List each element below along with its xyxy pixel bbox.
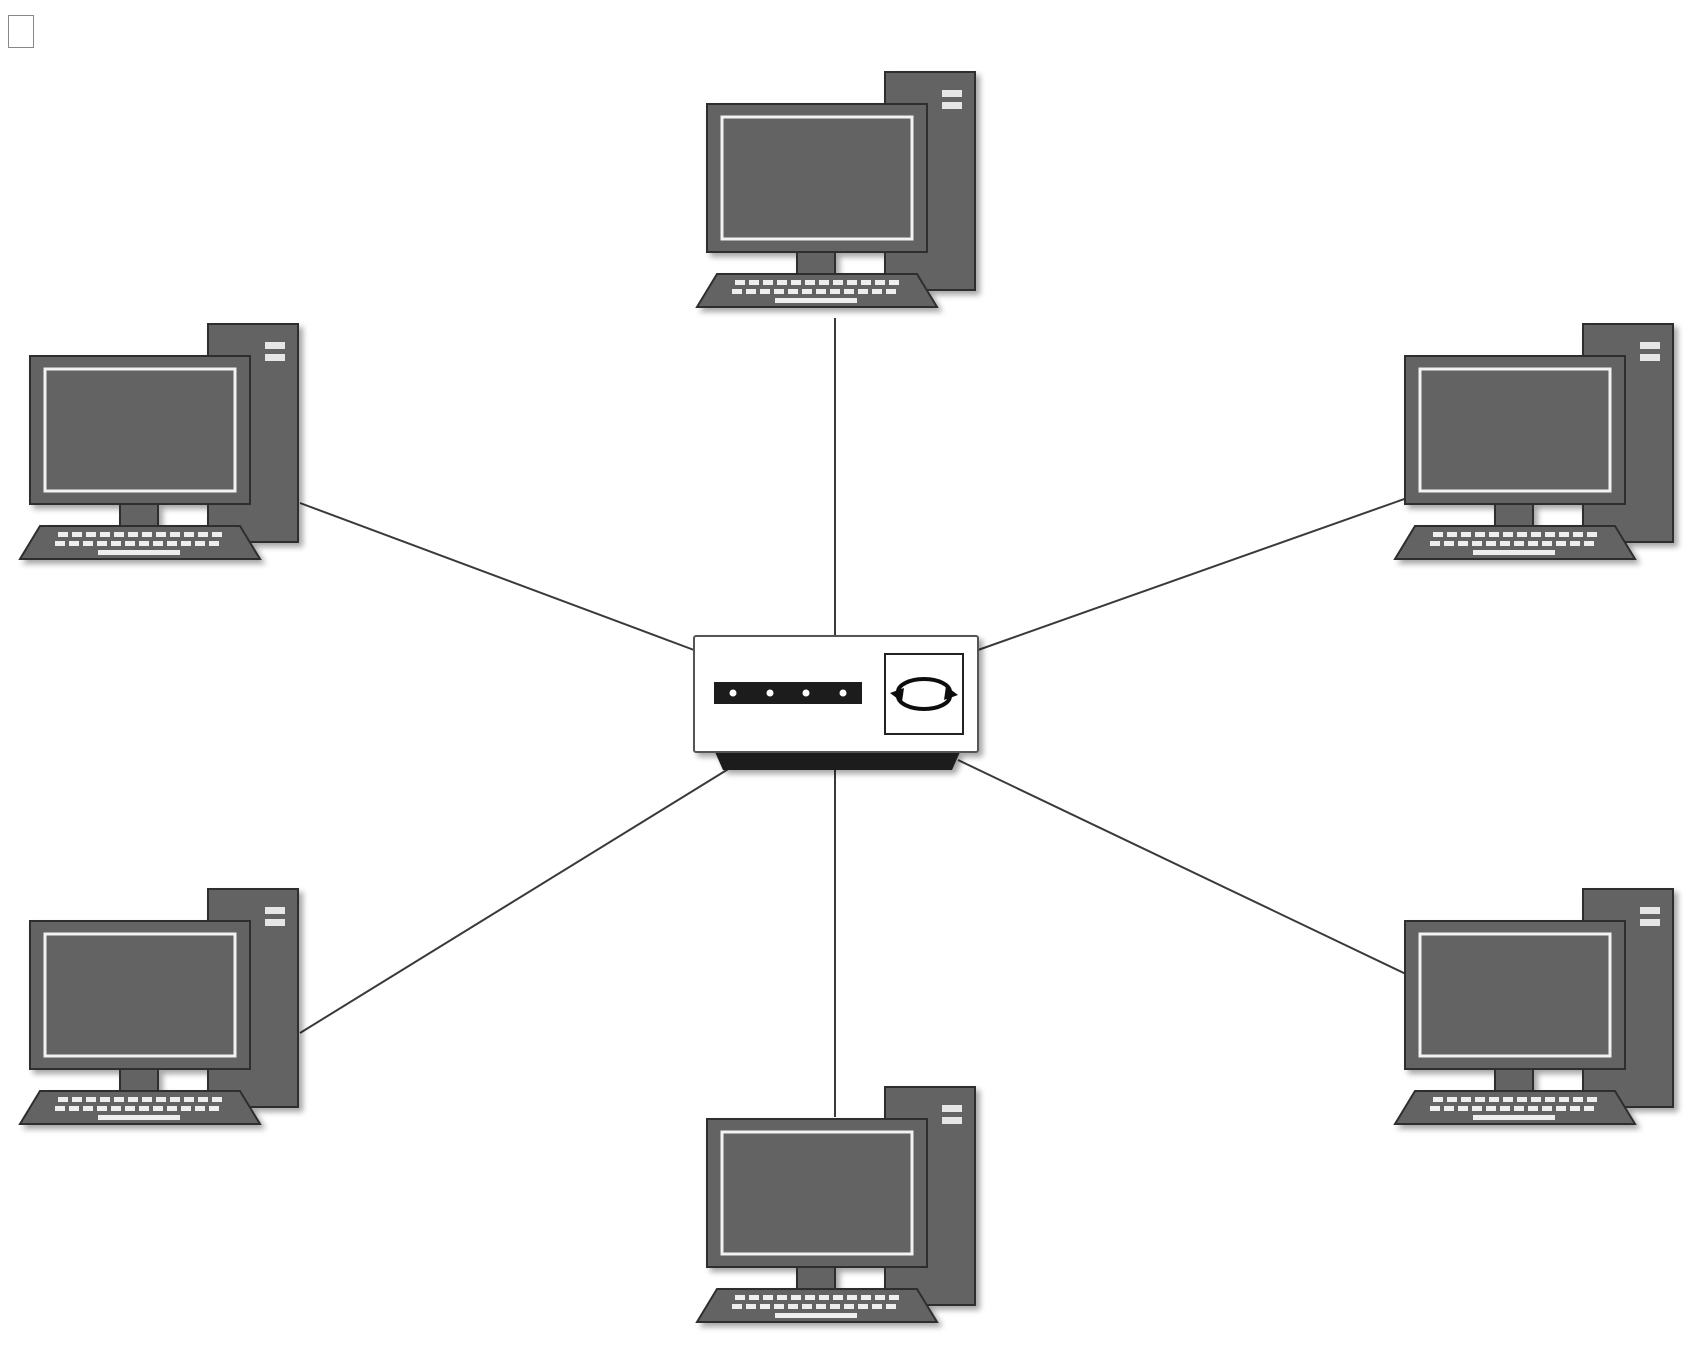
computer-lower-right-desktop-computer-icon (1393, 888, 1674, 1125)
sync-arrows-icon (884, 653, 964, 735)
computer-top-desktop-computer-icon (695, 71, 976, 308)
computers-layer (18, 71, 1674, 1323)
link-upper-right (977, 496, 1411, 651)
empty-checkbox-icon[interactable] (8, 15, 34, 48)
network-links (299, 318, 1411, 1117)
computer-upper-left-desktop-computer-icon (18, 323, 299, 560)
link-lower-left (299, 767, 731, 1034)
computer-bottom-desktop-computer-icon (695, 1086, 976, 1323)
hub-port-led-1 (729, 689, 737, 697)
link-lower-right (957, 759, 1409, 976)
hub-layer (693, 635, 979, 770)
network-switch-icon (693, 635, 979, 770)
hub-port-led-3 (802, 689, 810, 697)
link-upper-left (299, 502, 695, 651)
computer-upper-right-desktop-computer-icon (1393, 323, 1674, 560)
hub-port-led-2 (766, 689, 774, 697)
hub-port-strip (714, 682, 862, 704)
hub-port-led-4 (839, 689, 847, 697)
computer-lower-left-desktop-computer-icon (18, 888, 299, 1125)
